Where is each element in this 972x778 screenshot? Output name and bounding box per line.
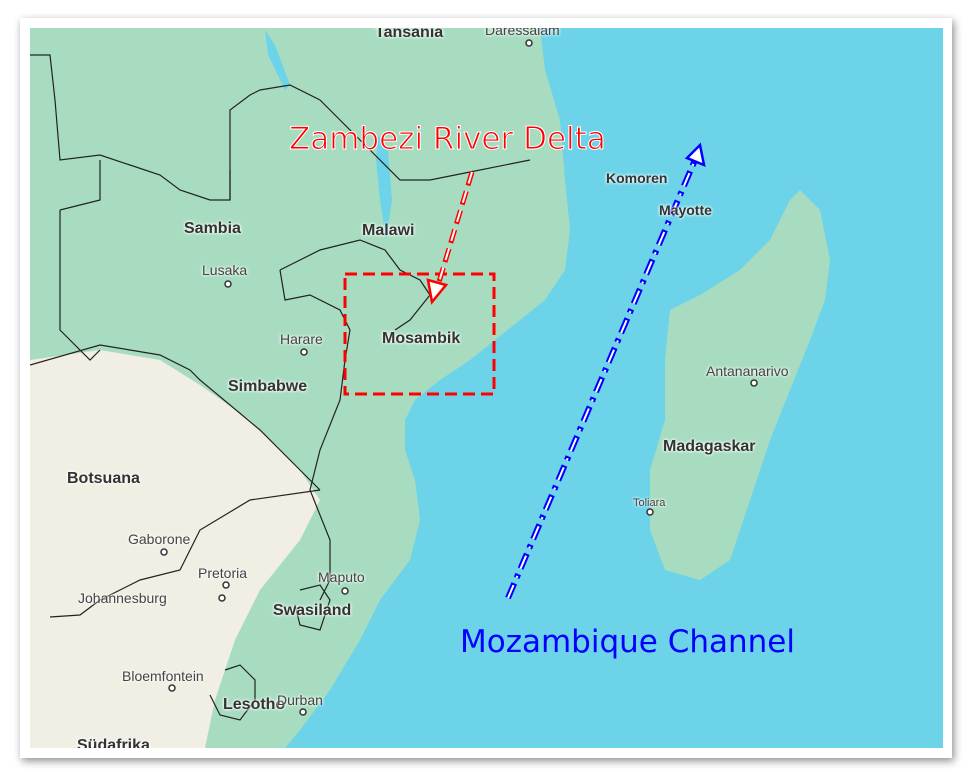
- label-johannesburg: Johannesburg: [78, 590, 167, 606]
- annotation-zambezi-river-delta: Zambezi River Delta: [289, 121, 607, 158]
- country-borders: [30, 54, 531, 721]
- label-swasiland: Swasiland: [273, 602, 352, 619]
- city-markers: [160, 39, 758, 716]
- label-tansania: Tansania: [375, 28, 444, 41]
- label-maputo: Maputo: [318, 569, 365, 585]
- map-view[interactable]: Tansania Sambia Malawi Mosambik Simbabwe…: [30, 28, 943, 748]
- label-lusaka: Lusaka: [202, 262, 248, 278]
- label-komoren: Komoren: [606, 170, 668, 186]
- label-madagaskar: Madagaskar: [663, 438, 756, 455]
- annotation-mozambique-channel: Mozambique Channel: [460, 624, 795, 660]
- label-bloemfontein: Bloemfontein: [122, 668, 204, 684]
- label-mayotte: Mayotte: [659, 202, 712, 218]
- label-durban: Durban: [277, 692, 323, 708]
- lake-tanganyika: [265, 30, 290, 90]
- delta-arrow: [426, 171, 475, 305]
- label-toliara: Toliara: [633, 497, 666, 509]
- label-gaborone: Gaborone: [128, 531, 191, 547]
- label-botsuana: Botsuana: [67, 470, 140, 487]
- label-simbabwe: Simbabwe: [228, 378, 308, 395]
- label-daressalam: Daressalam: [485, 28, 560, 38]
- label-lesotho: Lesotho: [223, 696, 286, 713]
- label-pretoria: Pretoria: [198, 565, 248, 581]
- lake-malawi: [376, 135, 392, 240]
- label-mosambik: Mosambik: [382, 330, 461, 347]
- delta-highlight-box: [343, 272, 496, 396]
- madagascar: [650, 190, 830, 580]
- label-antananarivo: Antananarivo: [706, 363, 789, 379]
- label-sambia: Sambia: [184, 220, 241, 237]
- label-harare: Harare: [280, 331, 323, 347]
- channel-arrow: [505, 142, 706, 600]
- label-suedafrika: Südafrika: [77, 737, 150, 748]
- arid-region: [30, 350, 320, 748]
- map-graphics: [30, 28, 830, 748]
- label-malawi: Malawi: [362, 222, 415, 239]
